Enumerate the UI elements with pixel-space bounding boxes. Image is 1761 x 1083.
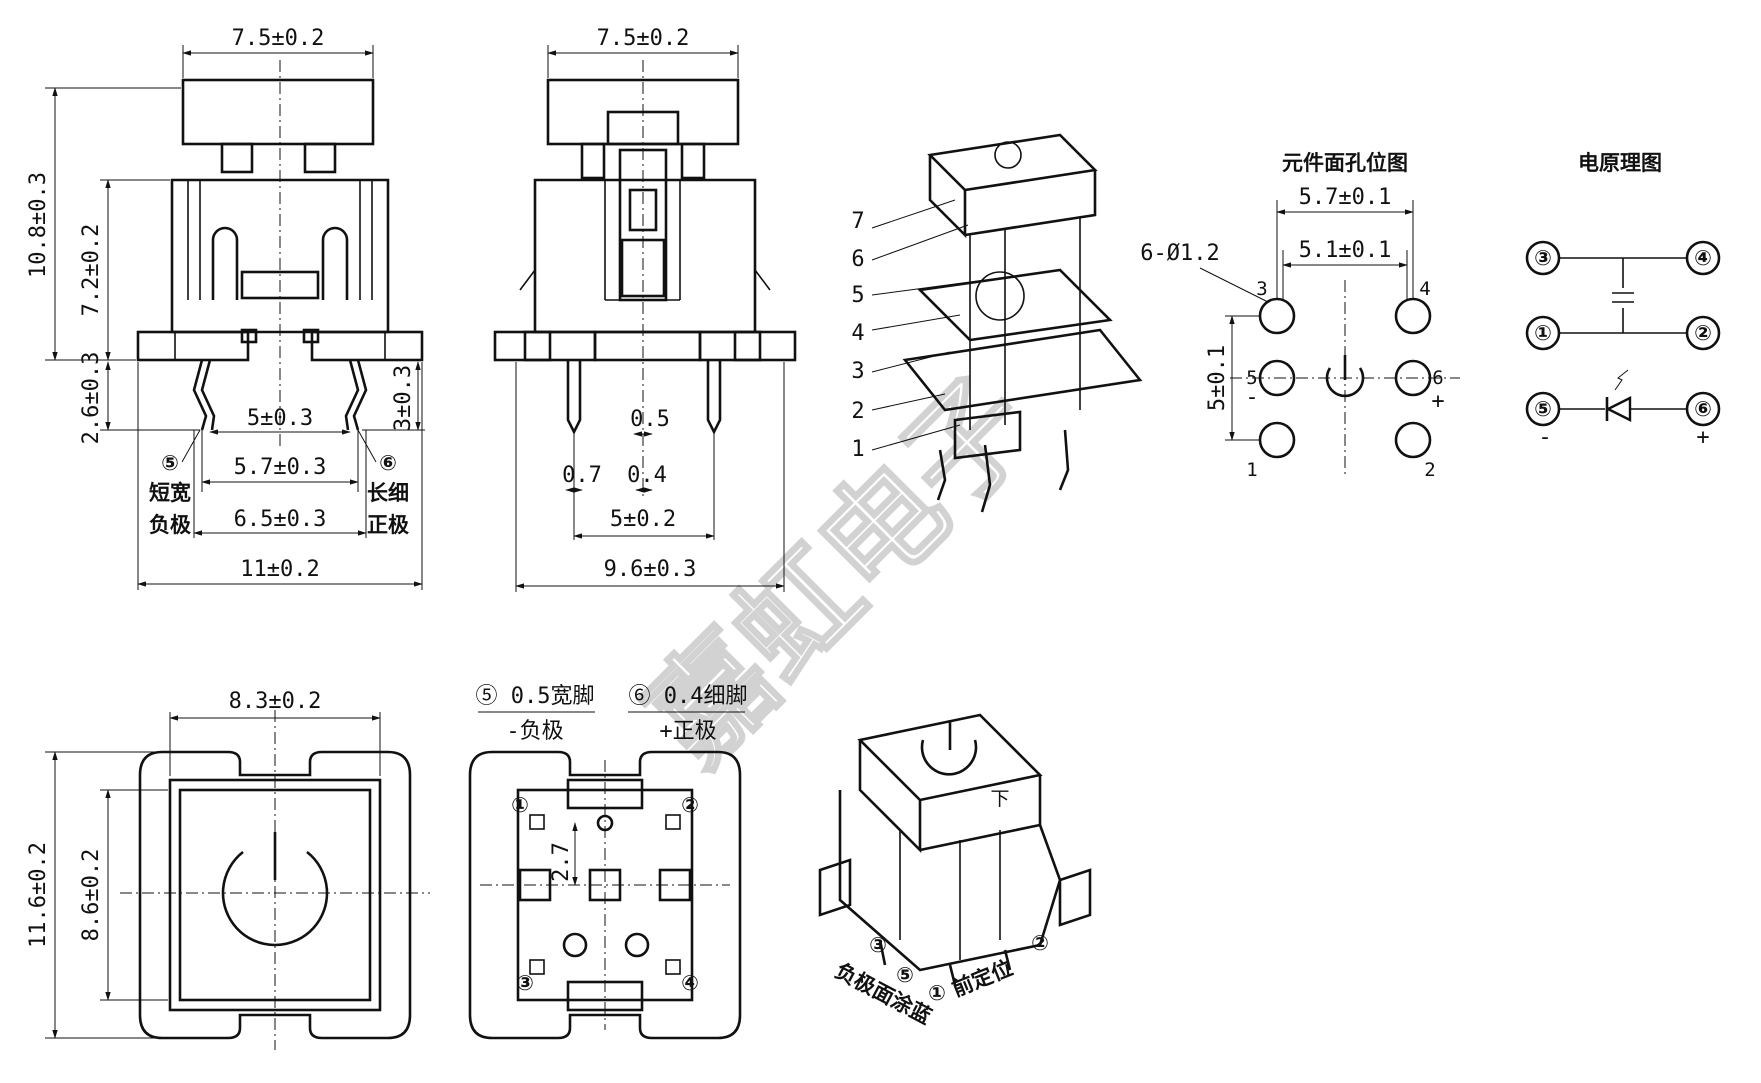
- pin6-label-1: 长细: [367, 481, 409, 505]
- dim-hole-inner: 5.1±0.1: [1299, 238, 1392, 263]
- schematic-title: 电原理图: [1578, 151, 1662, 175]
- hole-pin-3: 3: [1256, 278, 1267, 300]
- hole-layout-title: 元件面孔位图: [1282, 151, 1408, 175]
- hole-pin-4: 4: [1419, 278, 1430, 300]
- iso-pin-3: ③: [869, 933, 887, 957]
- hole-pin-2: 2: [1424, 459, 1435, 481]
- iso-pin-1: ①: [928, 981, 946, 1005]
- iso-label-4: 4: [851, 321, 864, 346]
- sch-node-3: ③: [1534, 246, 1552, 270]
- note-left-1: ⑤ 0.5宽脚: [476, 684, 595, 709]
- pin5-label-2: 负极: [149, 513, 192, 537]
- bottom-corner-1: ①: [511, 793, 529, 817]
- iso-pin-5: ⑤: [896, 963, 914, 987]
- dim-front-top: 7.5±0.2: [232, 26, 325, 51]
- note-right-2: +正极: [659, 719, 716, 744]
- dim-side-pitch: 5±0.2: [610, 507, 676, 532]
- dim-side-pin-b: 0.7: [562, 463, 602, 488]
- dim-front-mid: 5.7±0.3: [234, 455, 327, 480]
- dim-top-inner-height: 8.6±0.2: [79, 849, 104, 942]
- iso-label-7: 7: [851, 209, 864, 234]
- dim-front-width: 11±0.2: [240, 557, 319, 582]
- iso-exploded-view: 7 6 5 4 3 2 1: [851, 133, 1143, 513]
- note-right-1: ⑥ 0.4细脚: [629, 684, 748, 709]
- iso-label-5: 5: [851, 283, 864, 308]
- dim-side-width: 9.6±0.3: [604, 557, 697, 582]
- dim-front-inner: 5±0.3: [247, 406, 313, 431]
- hole-plus: +: [1431, 389, 1444, 414]
- pin5-number: ⑤: [161, 451, 179, 475]
- dim-hole-vertical: 5±0.1: [1205, 345, 1230, 411]
- top-view: 8.3±0.2 11.6±0.2 8.6±0.2: [26, 689, 430, 1050]
- bottom-corner-4: ④: [681, 971, 699, 995]
- note-left-2: -负极: [506, 719, 563, 744]
- dim-top-width: 8.3±0.2: [229, 689, 322, 714]
- dim-front-body-height: 7.2±0.2: [79, 224, 104, 317]
- iso-label-6: 6: [851, 247, 864, 272]
- schematic: 电原理图 ③ ④ ① ② ⑤ ⑥ - +: [1525, 151, 1721, 450]
- bottom-corner-3: ③: [516, 971, 534, 995]
- sch-plus: +: [1696, 425, 1709, 450]
- dim-front-pin-right: 3±0.3: [391, 365, 416, 431]
- pin6-label-2: 正极: [367, 513, 410, 537]
- dim-side-pin-c: 0.4: [627, 463, 667, 488]
- sch-node-5: ⑤: [1534, 397, 1552, 421]
- dim-side-top: 7.5±0.2: [597, 26, 690, 51]
- iso-mark: 下: [990, 788, 1009, 810]
- sch-node-1: ①: [1534, 321, 1552, 345]
- iso-assembled-view: 下 负极面涂蓝 前定位 ③ ⑤ ① ②: [818, 713, 1092, 1029]
- pin5-label-1: 短宽: [149, 481, 191, 505]
- bottom-corner-2: ②: [681, 793, 699, 817]
- sch-node-6: ⑥: [1694, 397, 1712, 421]
- dim-side-pin-a: 0.5: [630, 407, 670, 432]
- dim-top-outer-height: 11.6±0.2: [26, 842, 51, 948]
- iso-label-1: 1: [851, 437, 864, 462]
- dim-bottom-offset: 2.7: [549, 842, 574, 882]
- iso-label-2: 2: [851, 399, 864, 424]
- dim-front-pin-left: 2.6±0.3: [79, 352, 104, 445]
- hole-pin-5: 5: [1246, 367, 1257, 389]
- iso-pin-2: ②: [1031, 931, 1049, 955]
- hole-pin-1: 1: [1246, 459, 1257, 481]
- sch-node-2: ②: [1694, 321, 1712, 345]
- sch-minus: -: [1538, 425, 1551, 450]
- iso-label-3: 3: [851, 359, 864, 384]
- bottom-view: ⑤ 0.5宽脚 -负极 ⑥ 0.4细脚 +正极 2.7 ① ② ③ ④: [468, 684, 748, 1040]
- hole-layout: 元件面孔位图 5.7±0.1 5.1±0.1 6-Ø1.2 5±0.1 3 4 …: [1140, 151, 1460, 481]
- side-view: 7.5±0.2 0.5 0.7 0.4 5±0.2 9.6±0.3: [493, 26, 797, 592]
- dim-front-overall-height: 10.8±0.3: [26, 172, 51, 278]
- sch-node-4: ④: [1694, 246, 1712, 270]
- dim-hole-dia: 6-Ø1.2: [1140, 241, 1219, 266]
- dim-front-outer: 6.5±0.3: [234, 507, 327, 532]
- hole-minus: -: [1245, 385, 1258, 410]
- hole-pin-6: 6: [1432, 367, 1443, 389]
- front-view: 7.5±0.2 10.8±0.3 7.2±0.2 2.6±0.3 3±0.3 5…: [26, 26, 425, 590]
- pin6-number: ⑥: [379, 451, 397, 475]
- dim-hole-outer: 5.7±0.1: [1299, 185, 1392, 210]
